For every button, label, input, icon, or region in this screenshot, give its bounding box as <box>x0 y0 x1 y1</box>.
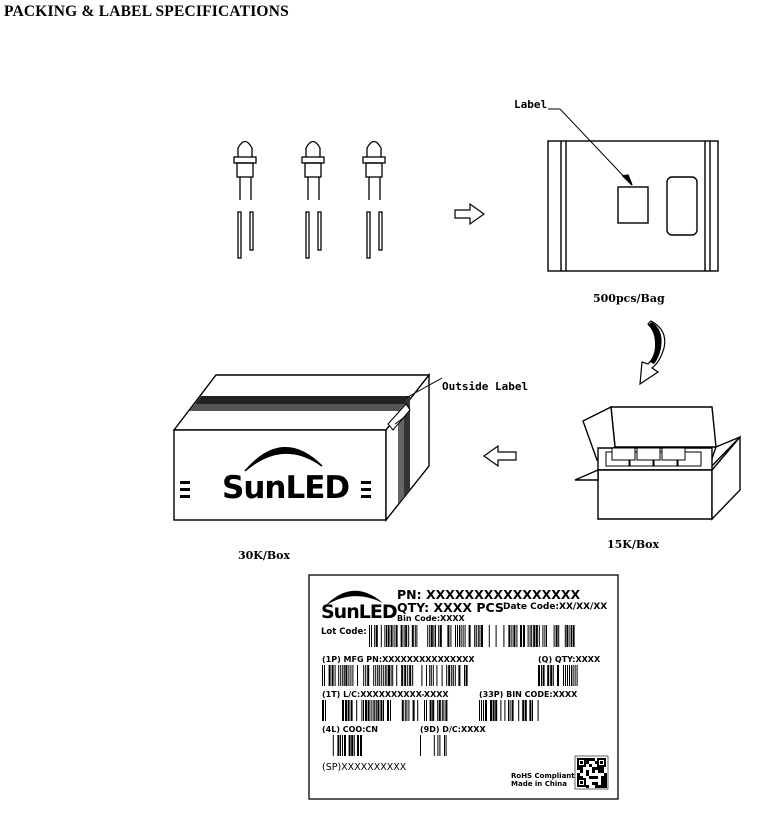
carton-brand-logo: SunLED <box>222 470 350 506</box>
anti-static-bag <box>547 108 719 272</box>
barcode-lot-lc <box>322 700 448 721</box>
outside-label-callout: Outside Label <box>442 380 529 393</box>
label-dc: (9D) D/C:XXXX <box>420 725 486 734</box>
label-q-qty: (Q) QTY:XXXX <box>538 655 601 664</box>
qr-code-icon <box>574 755 609 790</box>
sunled-arc-icon <box>244 446 323 472</box>
arrow-right-icon <box>454 202 486 226</box>
label-qty: QTY: XXXX PCS <box>397 600 504 615</box>
shipping-carton <box>172 372 443 523</box>
label-brand-logo: SunLED <box>321 601 398 623</box>
bag-label-box <box>617 186 649 224</box>
arrow-left-icon <box>482 444 517 468</box>
barcode-dc <box>420 735 447 756</box>
shipping-label-frame <box>308 574 619 800</box>
led-2 <box>301 140 325 259</box>
label-rohs: RoHS Compliant <box>511 772 575 780</box>
bag-label-callout: Label <box>514 98 548 111</box>
barcode-bin-code <box>479 700 539 721</box>
label-logo-arc-icon <box>325 590 383 606</box>
led-3 <box>362 140 386 259</box>
small-box-caption: 15K/Box <box>607 538 660 551</box>
label-coo: (4L) COO:CN <box>322 725 378 734</box>
barcodes <box>322 625 578 756</box>
open-box <box>574 405 741 521</box>
label-bin-code-33p: (33P) BIN CODE:XXXX <box>479 690 578 699</box>
label-lot-code: Lot Code: <box>321 627 367 637</box>
barcode-mfg-pn <box>322 665 468 686</box>
label-pn: PN: XXXXXXXXXXXXXXXX <box>397 587 581 602</box>
label-sp: (SP)XXXXXXXXXX <box>322 762 407 773</box>
page-title: PACKING & LABEL SPECIFICATIONS <box>4 3 289 20</box>
barcode-coo <box>332 735 362 756</box>
barcode-qty <box>538 665 578 686</box>
label-date-code: Date Code:XX/XX/XX <box>503 602 608 612</box>
barcode-lot-code <box>369 625 575 647</box>
large-box-caption: 30K/Box <box>238 549 291 562</box>
label-lot-lc: (1T) L/C:XXXXXXXXXX-XXXX <box>322 690 449 699</box>
label-made-in: Made in China <box>511 780 567 788</box>
led-components <box>233 140 386 259</box>
label-bin-code: Bin Code:XXXX <box>397 614 465 623</box>
led-1 <box>233 140 257 259</box>
curved-arrow-icon <box>639 320 666 386</box>
label-mfg-pn: (1P) MFG PN:XXXXXXXXXXXXXXX <box>322 655 475 664</box>
bag-caption: 500pcs/Bag <box>593 292 665 305</box>
